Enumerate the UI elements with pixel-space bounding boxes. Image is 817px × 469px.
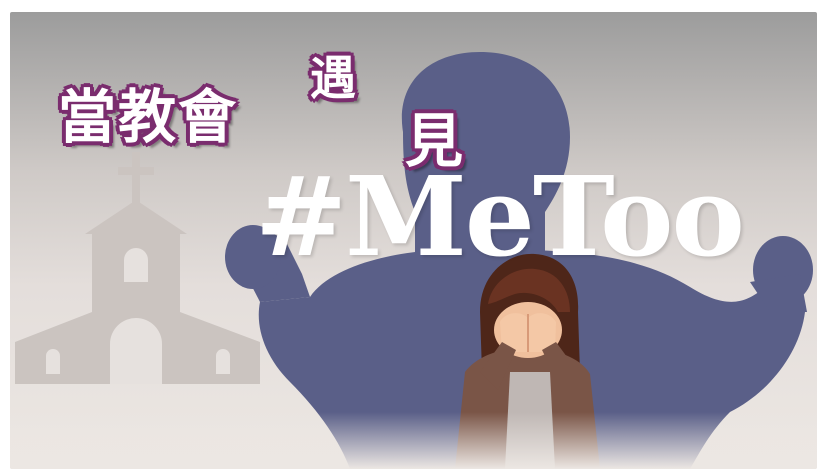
title-word-encounter-2: 見 [405,107,466,175]
bottom-fade [10,412,817,469]
banner-illustration [10,12,817,469]
woman-figure [455,253,600,469]
title-word-encounter-1: 遇 [310,51,358,105]
metoo-banner: 當教會 遇 見 #MeToo [10,12,817,469]
church-windows [46,248,230,384]
title-word-church: 當教會 [58,83,239,151]
metoo-hashtag: #MeToo [255,152,745,281]
church-silhouette [15,152,260,384]
